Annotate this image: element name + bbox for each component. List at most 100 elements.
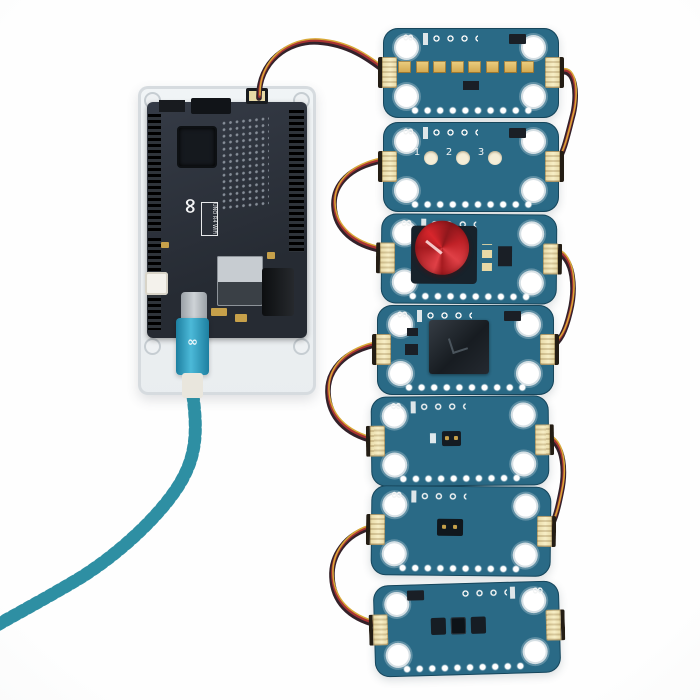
led	[503, 61, 517, 73]
red-knob	[414, 220, 470, 275]
arduino-logo: ∞	[187, 335, 198, 350]
smd-component	[407, 328, 418, 336]
solder-pads	[481, 244, 493, 272]
mounting-hole	[394, 178, 419, 203]
qwiic-connector-left	[365, 514, 386, 546]
qwiic-connector-left	[378, 57, 397, 88]
wifi-module	[217, 256, 263, 306]
led	[415, 61, 429, 73]
buzzer-component	[429, 320, 489, 374]
silkscreen-mark	[410, 401, 416, 414]
smd-component	[504, 311, 521, 321]
silkscreen-mark	[429, 433, 437, 444]
smd-component	[267, 252, 275, 259]
qwiic-connector-left	[368, 614, 389, 646]
pin-header	[148, 114, 161, 232]
mounting-hole	[510, 402, 536, 428]
sensor-chip-cluster	[430, 616, 487, 636]
power-jack	[262, 268, 294, 316]
led	[450, 61, 464, 73]
mounting-hole	[516, 361, 541, 386]
sensor-chip	[470, 616, 487, 634]
mounting-hole	[394, 35, 419, 60]
knob-module: ∞	[375, 213, 563, 305]
silkscreen-dots	[432, 128, 478, 137]
arduino-logo: ∞	[396, 305, 408, 323]
pin-holes-row	[410, 199, 536, 210]
push-button-2: 2	[435, 145, 463, 158]
mounting-hole	[519, 221, 545, 247]
sensor-chip	[436, 518, 464, 537]
pin-holes-row	[407, 290, 534, 303]
qwiic-connector-left	[378, 151, 397, 182]
qwiic-connector-right	[542, 243, 563, 275]
arduino-logo: ∞	[402, 122, 414, 140]
qwiic-connector-left	[375, 242, 396, 274]
mounting-hole	[513, 493, 539, 519]
mounting-hole	[388, 361, 413, 386]
arduino-logo: ∞	[390, 485, 402, 504]
qwiic-connector-right	[540, 334, 559, 365]
silkscreen-dots	[426, 311, 472, 320]
arduino-logo: ∞	[531, 580, 544, 600]
arduino-uno-r4-board: ∞ UNO R4 WiFi	[145, 98, 307, 338]
usb-cable-plug: ∞	[176, 318, 209, 375]
pin-header	[289, 110, 304, 252]
arduino-logo: ∞	[400, 213, 412, 232]
case-screw	[144, 338, 161, 355]
silkscreen-dots	[460, 587, 508, 599]
smd-component	[405, 344, 418, 355]
button-label: 1	[413, 147, 421, 158]
case-screw	[293, 338, 310, 355]
buttons-module: ∞ 1 2 3	[378, 122, 564, 212]
push-button-1: 1	[403, 145, 431, 158]
pin-holes-row	[410, 105, 536, 116]
microcontroller-chip	[179, 128, 215, 166]
arduino-logo: ∞	[179, 197, 203, 215]
sensor-chip	[450, 617, 467, 635]
mounting-hole	[394, 84, 419, 109]
buzzer-module: ∞	[372, 305, 559, 395]
qwiic-connector-right	[536, 515, 557, 547]
thermo-sensor-module: ∞	[365, 485, 557, 577]
silkscreen-dots	[432, 34, 478, 43]
qwiic-connector-left	[365, 425, 386, 457]
arduino-clear-case: ∞ UNO R4 WiFi	[138, 86, 316, 395]
smd-component	[235, 314, 247, 322]
braided-usb-cable	[0, 396, 195, 628]
arduino-logo: ∞	[389, 396, 402, 415]
sensor-chip	[430, 617, 447, 636]
board-label: UNO R4 WiFi	[201, 202, 218, 236]
silkscreen-dots	[419, 401, 466, 412]
qwiic-connector-right	[545, 151, 564, 182]
led	[485, 61, 499, 73]
silkscreen-mark	[417, 310, 422, 322]
smd-component	[509, 34, 526, 44]
smd-component	[406, 590, 425, 601]
smd-component	[211, 308, 227, 316]
button-label: 2	[445, 147, 453, 158]
led	[398, 61, 411, 73]
usb-cable-strain-relief	[182, 373, 203, 398]
led	[521, 61, 535, 73]
qwiic-connector-right	[545, 609, 566, 641]
led	[468, 61, 482, 73]
usb-c-port	[181, 292, 207, 322]
arduino-logo: ∞	[402, 28, 414, 46]
mounting-hole	[521, 178, 546, 203]
led	[433, 61, 447, 73]
qwiic-connector-left	[372, 334, 391, 365]
pin-holes-row	[397, 562, 524, 575]
reset-button	[145, 272, 168, 295]
distance-sensor-module: ∞	[368, 580, 566, 678]
movement-sensor-module: ∞	[365, 395, 555, 487]
led-row	[398, 61, 535, 73]
mounting-hole	[521, 84, 546, 109]
smd-component	[497, 246, 513, 267]
icsp-header	[191, 98, 231, 114]
silkscreen-mark	[509, 586, 516, 599]
mounting-hole	[383, 591, 410, 618]
silkscreen-dots	[420, 491, 467, 502]
